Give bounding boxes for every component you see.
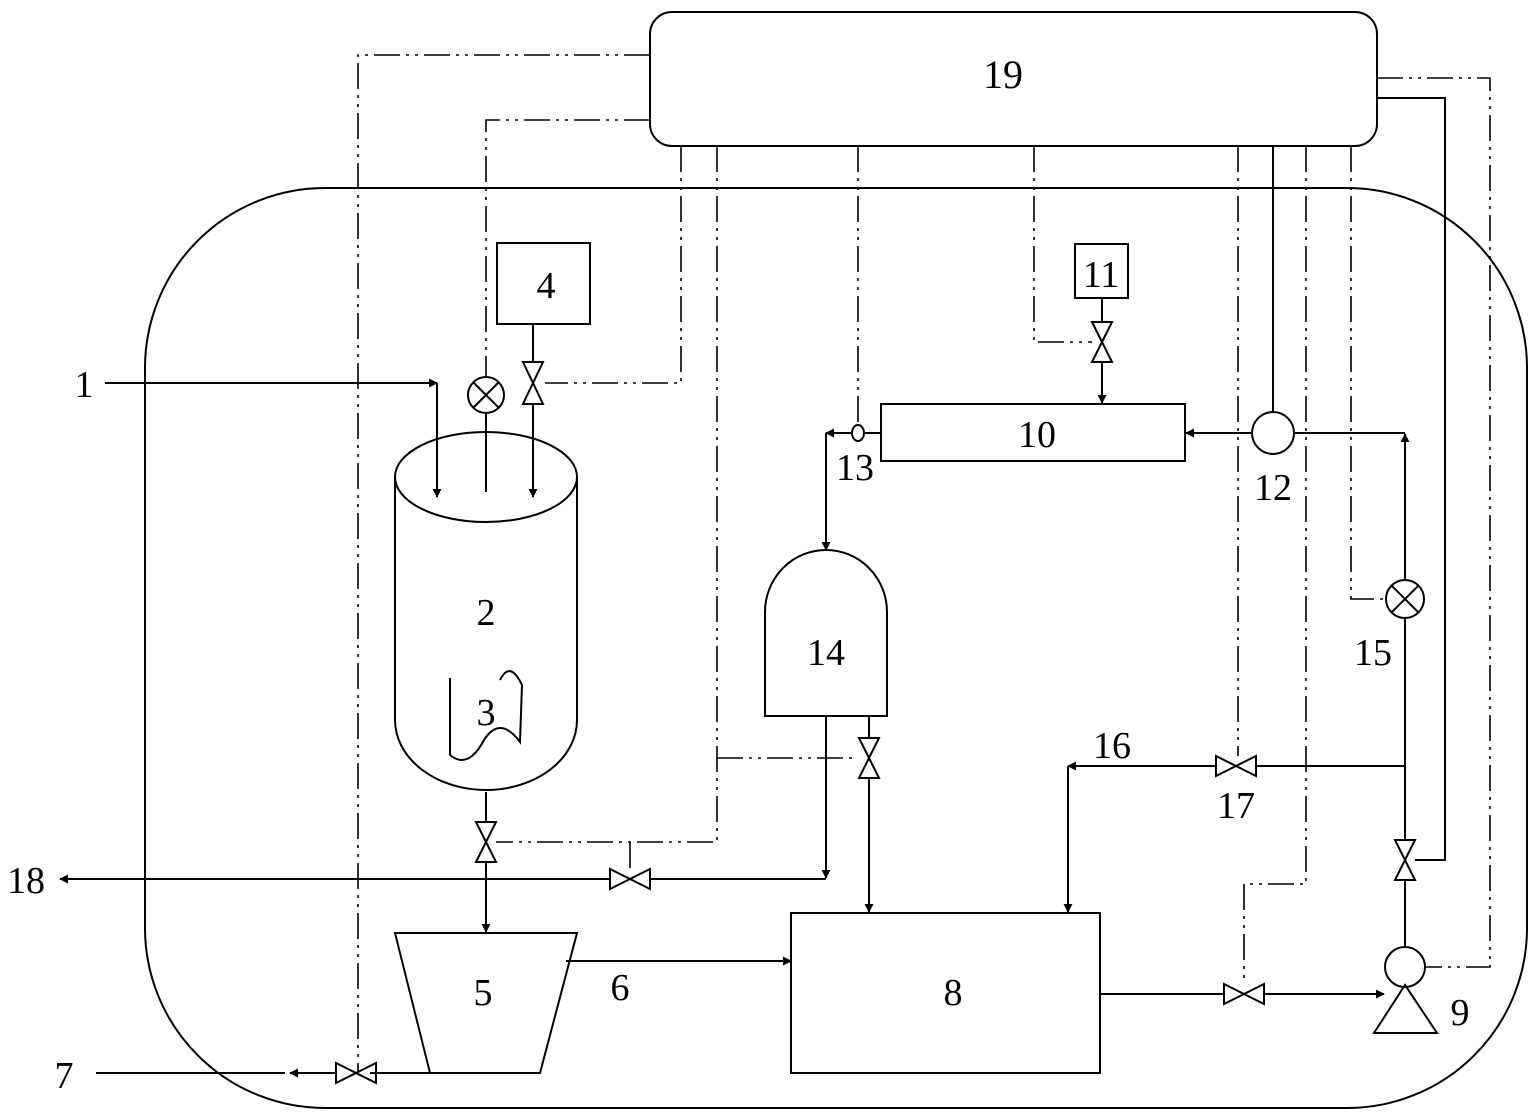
label-4: 4 [537, 265, 556, 307]
heater-coil [449, 670, 524, 761]
control-signal-lines [357, 54, 1491, 1073]
controller-box [649, 11, 1378, 147]
label-8: 8 [944, 972, 963, 1014]
valve-icon [609, 867, 651, 891]
label-19: 19 [983, 52, 1023, 97]
label-1: 1 [75, 364, 94, 406]
valve-icon [1090, 321, 1114, 363]
label-18: 18 [7, 860, 45, 902]
flow-meter-icon [467, 376, 505, 414]
label-17: 17 [1217, 785, 1255, 827]
valve-icon [857, 737, 881, 779]
valve-icon [1215, 754, 1257, 778]
valve-icon [1223, 982, 1265, 1006]
pump-icon [1372, 946, 1439, 1034]
label-2: 2 [477, 592, 496, 634]
label-10: 10 [1018, 414, 1056, 456]
sensor-12 [1251, 411, 1295, 455]
label-13: 13 [836, 447, 874, 489]
label-7: 7 [55, 1055, 74, 1097]
tank-body [394, 477, 578, 791]
signal-pump-valve [1377, 97, 1446, 861]
hopper-5 [393, 932, 579, 1074]
label-15: 15 [1354, 632, 1392, 674]
flow-meter-icon [1385, 579, 1425, 619]
vessel-14 [764, 549, 888, 717]
valve-icon [474, 821, 498, 863]
label-14: 14 [807, 632, 845, 674]
label-9: 9 [1451, 992, 1470, 1034]
valve-icon [1393, 839, 1417, 881]
dosing-box [496, 242, 591, 325]
label-6: 6 [611, 967, 630, 1009]
system-enclosure [144, 187, 1528, 1109]
valve-icon [521, 361, 545, 405]
label-16: 16 [1093, 725, 1131, 767]
label-12: 12 [1254, 467, 1292, 509]
label-5: 5 [474, 972, 493, 1014]
sensor-13 [851, 424, 865, 442]
label-11: 11 [1083, 254, 1120, 296]
label-3: 3 [477, 692, 496, 734]
